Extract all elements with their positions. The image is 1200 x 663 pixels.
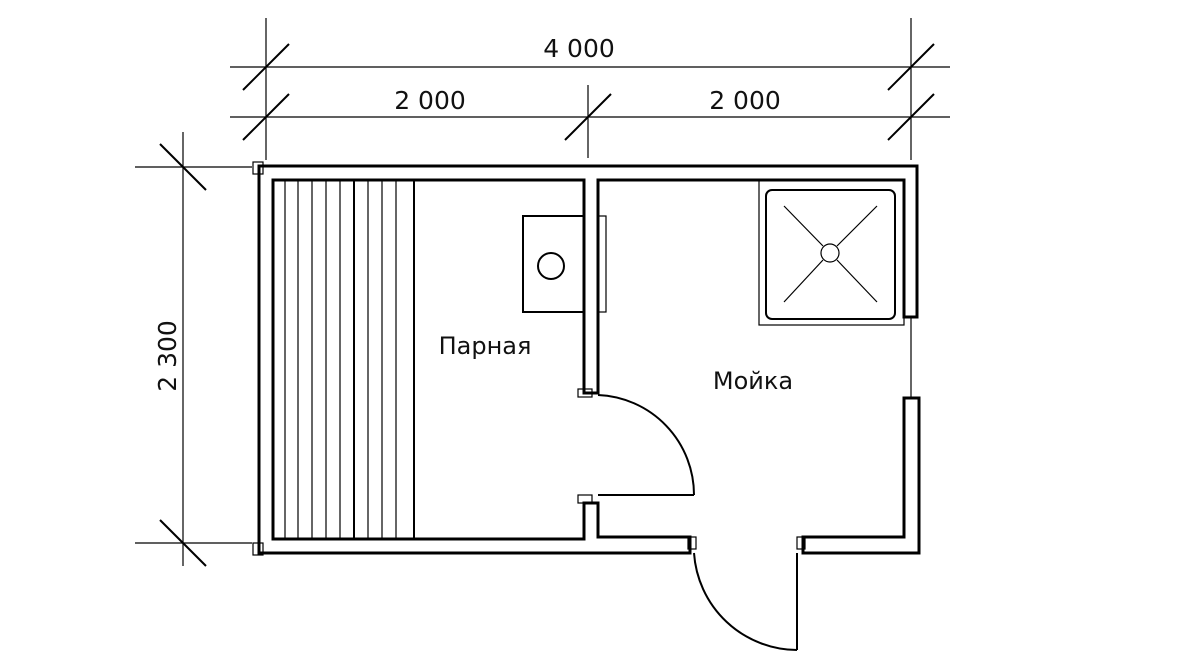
door-steam-room-icon [577, 388, 696, 504]
dimension-left: 2 300 [135, 132, 252, 567]
stove-icon [522, 215, 607, 313]
sauna-benches [284, 180, 415, 539]
dimension-height: 2 300 [153, 320, 182, 392]
dimension-top: 4 000 2 000 2 000 [230, 18, 950, 160]
room-label-steam-room: Парная [439, 332, 532, 360]
dimension-right-width: 2 000 [709, 86, 781, 115]
shower-tray-icon [758, 179, 905, 326]
dimension-left-width: 2 000 [394, 86, 466, 115]
dimension-total-width: 4 000 [543, 34, 615, 63]
door-entrance-icon [687, 536, 806, 651]
walls [252, 161, 921, 556]
room-label-washroom: Мойка [713, 367, 793, 395]
